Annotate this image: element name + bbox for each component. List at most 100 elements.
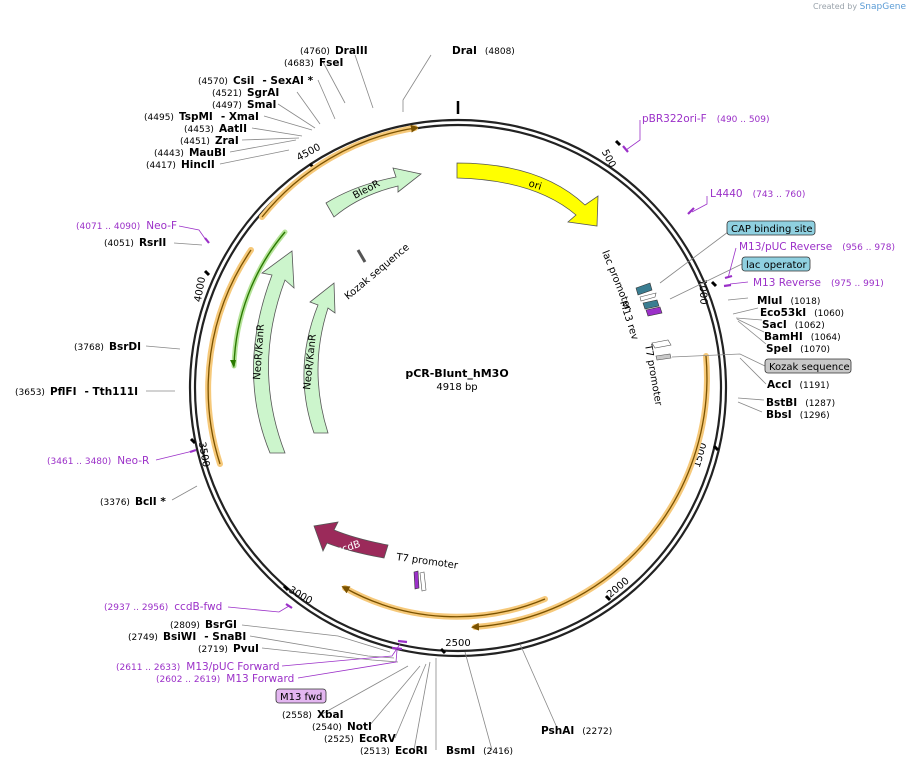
enzyme-position: (1287) <box>805 399 835 409</box>
enzyme-site[interactable]: Eco53kI(1060) <box>760 307 844 319</box>
enzyme-name: PflFI <box>50 386 77 398</box>
t7-right-label: T7 promoter <box>642 343 664 408</box>
enzyme-site[interactable]: (2525)EcoRV <box>324 733 397 745</box>
enzyme-position: (2719) <box>198 645 228 655</box>
enzyme-site[interactable]: (4521)SgrAI <box>212 87 279 99</box>
t7-right-feature[interactable] <box>651 339 672 349</box>
backbone-inner <box>193 123 723 653</box>
t7-bottom-feature[interactable] <box>419 571 427 592</box>
lac-promoter-feature[interactable] <box>639 292 657 302</box>
enzyme-site[interactable]: (4570)CsiI- SexAI * <box>198 75 314 87</box>
primer-site[interactable]: M13/pUC Reverse(956 .. 978) <box>739 241 895 253</box>
primer-name: M13 Reverse <box>753 277 821 289</box>
enzyme-label: (2809)BsrGI <box>170 619 237 631</box>
tick-mark <box>712 444 720 452</box>
enzyme-site[interactable]: PshAI(2272) <box>541 725 612 737</box>
enzyme-site[interactable]: BamHI(1064) <box>764 331 841 343</box>
primer-label: M13 Reverse(975 .. 991) <box>753 277 884 289</box>
primer-position: (2937 .. 2956) <box>104 603 168 613</box>
primer-site[interactable]: (2611 .. 2633)M13/pUC Forward <box>116 661 279 673</box>
enzyme-name: BamHI <box>764 331 803 343</box>
ccdb-feature[interactable] <box>313 521 389 559</box>
enzyme-label: (3768)BsrDI <box>74 341 141 353</box>
enzyme-name: SacI <box>762 319 787 331</box>
primer-leaders <box>155 120 749 679</box>
ori-feature[interactable] <box>456 162 599 227</box>
lac-operator-feature[interactable] <box>642 299 660 310</box>
enzyme-position: (4495) <box>144 113 174 123</box>
primer-label: (2611 .. 2633)M13/pUC Forward <box>116 661 279 673</box>
enzyme-name: ZraI <box>215 135 239 147</box>
enzyme-site[interactable]: BstBI(1287) <box>766 397 835 409</box>
enzyme-site[interactable]: DraI(4808) <box>452 45 515 57</box>
enzyme-site[interactable]: (2558)XbaI <box>282 709 344 721</box>
enzyme-extra: - Tth111I <box>85 386 139 398</box>
primer-site[interactable]: M13 Reverse(975 .. 991) <box>753 277 884 289</box>
primer-name: pBR322ori-F <box>642 113 707 125</box>
enzyme-label: DraI(4808) <box>452 45 515 57</box>
enzyme-site[interactable]: (2809)BsrGI <box>170 619 237 631</box>
primer-position: (2602 .. 2619) <box>156 675 220 685</box>
neokanr-inner-feature[interactable] <box>303 282 336 434</box>
ori-label: ori <box>527 178 543 192</box>
enzyme-site[interactable]: (3376)BclI * <box>100 496 166 508</box>
enzyme-position: (4760) <box>300 47 330 57</box>
enzyme-site[interactable]: (2719)PvuI <box>198 643 259 655</box>
cap-feature[interactable] <box>635 282 653 296</box>
enzyme-position: (2513) <box>360 747 390 757</box>
primer-position: (2611 .. 2633) <box>116 663 180 673</box>
bleor-feature[interactable] <box>325 167 422 218</box>
enzyme-position: (1191) <box>799 381 829 391</box>
primer-site[interactable]: (2937 .. 2956)ccdB-fwd <box>104 601 222 613</box>
bottom-primer-feature[interactable] <box>413 570 420 590</box>
tick-mark <box>203 269 211 277</box>
enzyme-site[interactable]: AccI(1191) <box>767 379 829 391</box>
primer-site[interactable]: (3461 .. 3480)Neo-R <box>47 455 149 467</box>
enzyme-site[interactable]: BsmI(2416) <box>446 745 513 757</box>
enzyme-site[interactable]: (4497)SmaI <box>212 99 276 111</box>
enzyme-site[interactable]: SpeI(1070) <box>766 343 830 355</box>
enzyme-site[interactable]: (4443)MauBI <box>154 147 226 159</box>
enzyme-position: (4497) <box>212 101 242 111</box>
enzyme-site[interactable]: MluI(1018) <box>757 295 820 307</box>
tick-mark <box>604 594 612 602</box>
cap-box-label: CAP binding site <box>731 224 813 235</box>
lac-operator-box[interactable] <box>741 256 811 272</box>
neokanr-outer-feature[interactable] <box>253 250 295 454</box>
enzyme-site[interactable]: (2749)BsiWI- SnaBI <box>128 631 246 643</box>
enzyme-site[interactable]: (4760)DraIII <box>300 45 368 57</box>
enzyme-site[interactable]: (4453)AatII <box>184 123 247 135</box>
enzyme-site[interactable]: (4683)FseI <box>284 57 343 69</box>
primer-label: M13/pUC Reverse(956 .. 978) <box>739 241 895 253</box>
kozak-box-label: Kozak sequence <box>769 362 850 373</box>
primer-name: Neo-F <box>146 220 177 232</box>
enzyme-site[interactable]: BbsI(1296) <box>766 409 830 421</box>
primer-site[interactable]: (2602 .. 2619)M13 Forward <box>156 673 294 685</box>
tick-mark <box>282 584 290 592</box>
enzyme-site[interactable]: (3653)PflFI- Tth111I <box>15 386 138 398</box>
enzyme-label: (2749)BsiWI- SnaBI <box>128 631 246 643</box>
enzyme-site[interactable]: (2513)EcoRI <box>360 745 428 757</box>
enzyme-site[interactable]: (2540)NotI <box>312 721 372 733</box>
kozak-box[interactable] <box>764 358 852 374</box>
primer-site[interactable]: pBR322ori-F(490 .. 509) <box>642 113 770 125</box>
enzyme-label: (2525)EcoRV <box>324 733 397 745</box>
tick-mark <box>710 280 718 288</box>
enzyme-site[interactable]: (4051)RsrII <box>104 237 166 249</box>
m13fwd-box[interactable] <box>275 688 327 704</box>
kozak-right-feature[interactable] <box>655 353 672 361</box>
enzyme-label: SacI(1062) <box>762 319 825 331</box>
enzyme-site[interactable]: (4451)ZraI <box>180 135 239 147</box>
enzyme-site[interactable]: (4417)HincII <box>146 159 215 171</box>
primer-site[interactable]: (4071 .. 4090)Neo-F <box>76 220 177 232</box>
primer-site[interactable]: L4440(743 .. 760) <box>710 188 805 200</box>
enzyme-site[interactable]: (4495)TspMI- XmaI <box>144 111 259 123</box>
m13rev-feature[interactable] <box>645 306 663 317</box>
enzyme-site[interactable]: SacI(1062) <box>762 319 825 331</box>
plasmid-name: pCR-Blunt_hM3O <box>405 367 508 380</box>
cap-box[interactable] <box>726 220 816 236</box>
enzyme-name: HincII <box>181 159 215 171</box>
enzyme-site[interactable]: (3768)BsrDI <box>74 341 141 353</box>
backbone-outer <box>188 118 728 658</box>
enzyme-position: (4808) <box>485 47 515 57</box>
